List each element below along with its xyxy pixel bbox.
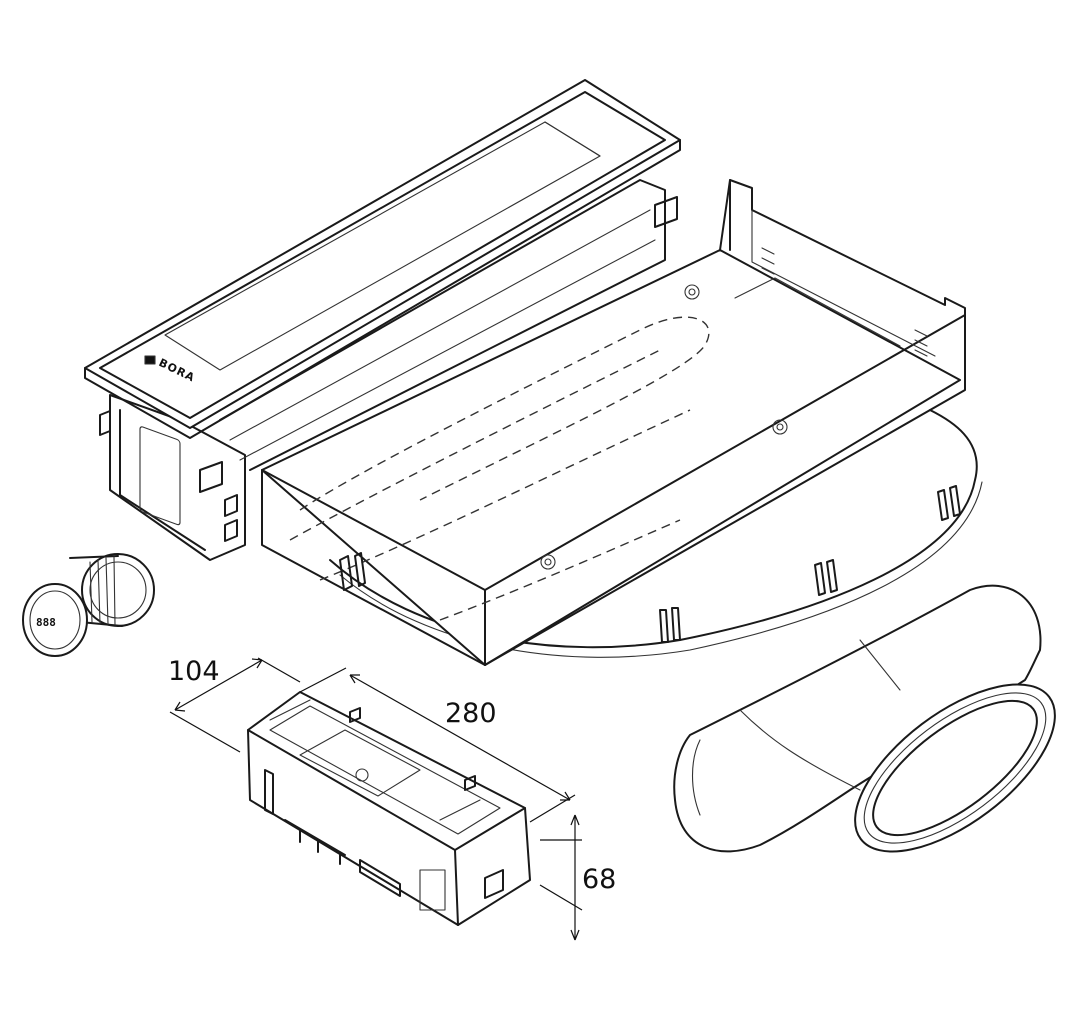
- knob-display: 888: [36, 616, 56, 629]
- dimension-width-label: 104: [168, 656, 220, 687]
- dimension-height-label: 68: [582, 864, 616, 895]
- mounting-tray: [261, 179, 983, 666]
- duct-elbow: [673, 584, 1056, 853]
- dimension-annotations: 104 280 68: [168, 656, 616, 941]
- control-knob: 888: [22, 553, 155, 657]
- extractor-unit: BORA: [84, 79, 681, 561]
- dimension-length-label: 280: [445, 698, 497, 729]
- control-box: [247, 691, 531, 926]
